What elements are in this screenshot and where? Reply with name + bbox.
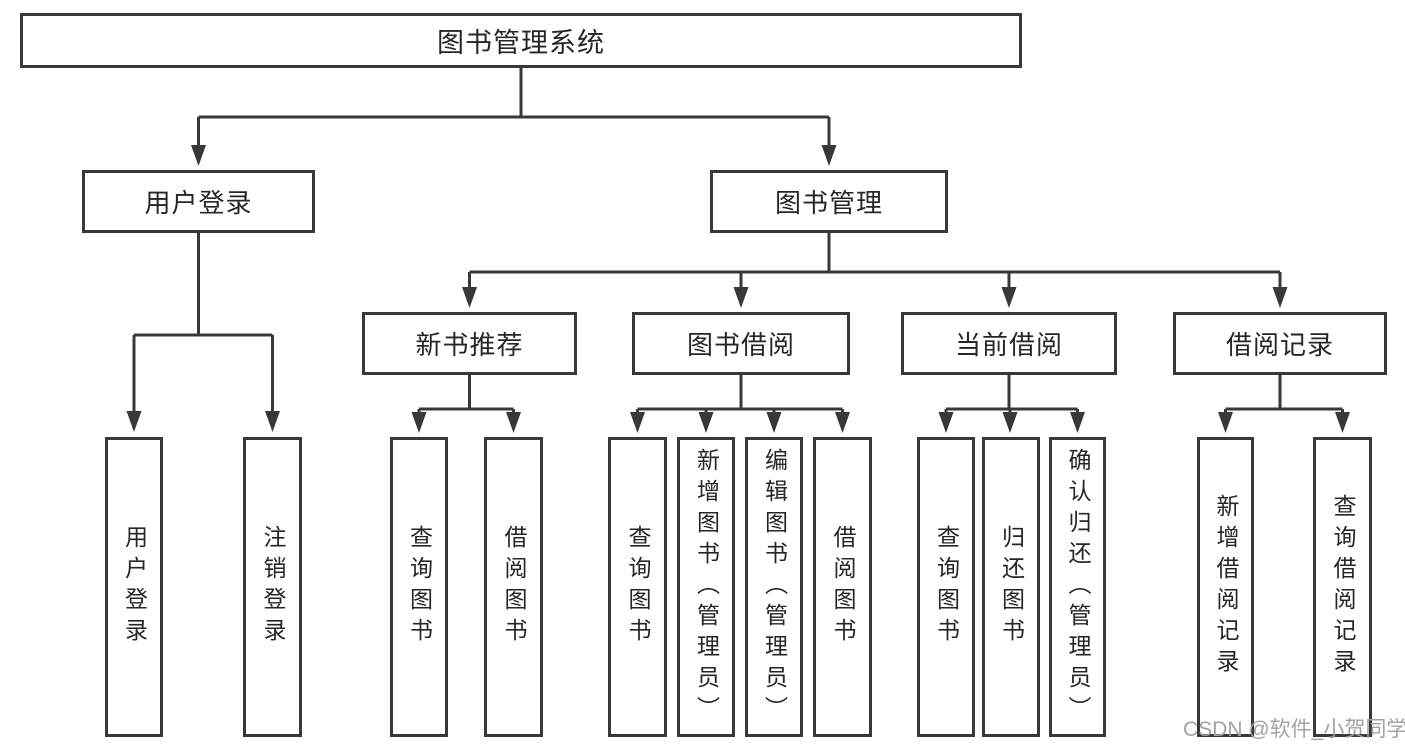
- node-book-management: 图书管理: [710, 170, 948, 233]
- leaf-confirm-return-admin: 确认归还（管理员）: [1049, 437, 1106, 737]
- leaf-query-borrow-record: 查询借阅记录: [1313, 437, 1372, 737]
- leaf-query-books-2: 查询图书: [608, 437, 667, 737]
- node-label: 图书借阅: [686, 330, 795, 360]
- node-label: 当前借阅: [954, 330, 1063, 360]
- node-user-login: 用户登录: [82, 170, 315, 233]
- node-label: 借阅记录: [1225, 330, 1334, 360]
- node-label: 用户登录: [144, 188, 253, 218]
- node-library-management-system: 图书管理系统: [20, 13, 1022, 68]
- leaf-return-books: 归还图书: [982, 437, 1040, 737]
- node-label: 图书管理: [774, 188, 883, 218]
- leaf-user-login: 用户登录: [105, 437, 163, 737]
- node-book-borrowing: 图书借阅: [632, 312, 850, 375]
- leaf-query-books: 查询图书: [390, 437, 448, 737]
- node-current-borrowing: 当前借阅: [901, 312, 1117, 375]
- leaf-borrow-books-2: 借阅图书: [813, 437, 872, 737]
- node-label: 图书管理系统: [437, 28, 605, 58]
- leaf-borrow-books: 借阅图书: [484, 437, 543, 737]
- leaf-add-books-admin: 新增图书（管理员）: [677, 437, 735, 737]
- leaf-logout: 注销登录: [243, 437, 302, 737]
- watermark: CSDN @软件_小贺同学: [1183, 718, 1405, 741]
- leaf-edit-books-admin: 编辑图书（管理员）: [745, 437, 803, 737]
- node-new-book-recommendation: 新书推荐: [362, 312, 577, 375]
- node-label: 新书推荐: [415, 330, 524, 360]
- leaf-query-books-3: 查询图书: [917, 437, 975, 737]
- node-borrowing-records: 借阅记录: [1173, 312, 1387, 375]
- leaf-add-borrow-record: 新增借阅记录: [1197, 437, 1254, 737]
